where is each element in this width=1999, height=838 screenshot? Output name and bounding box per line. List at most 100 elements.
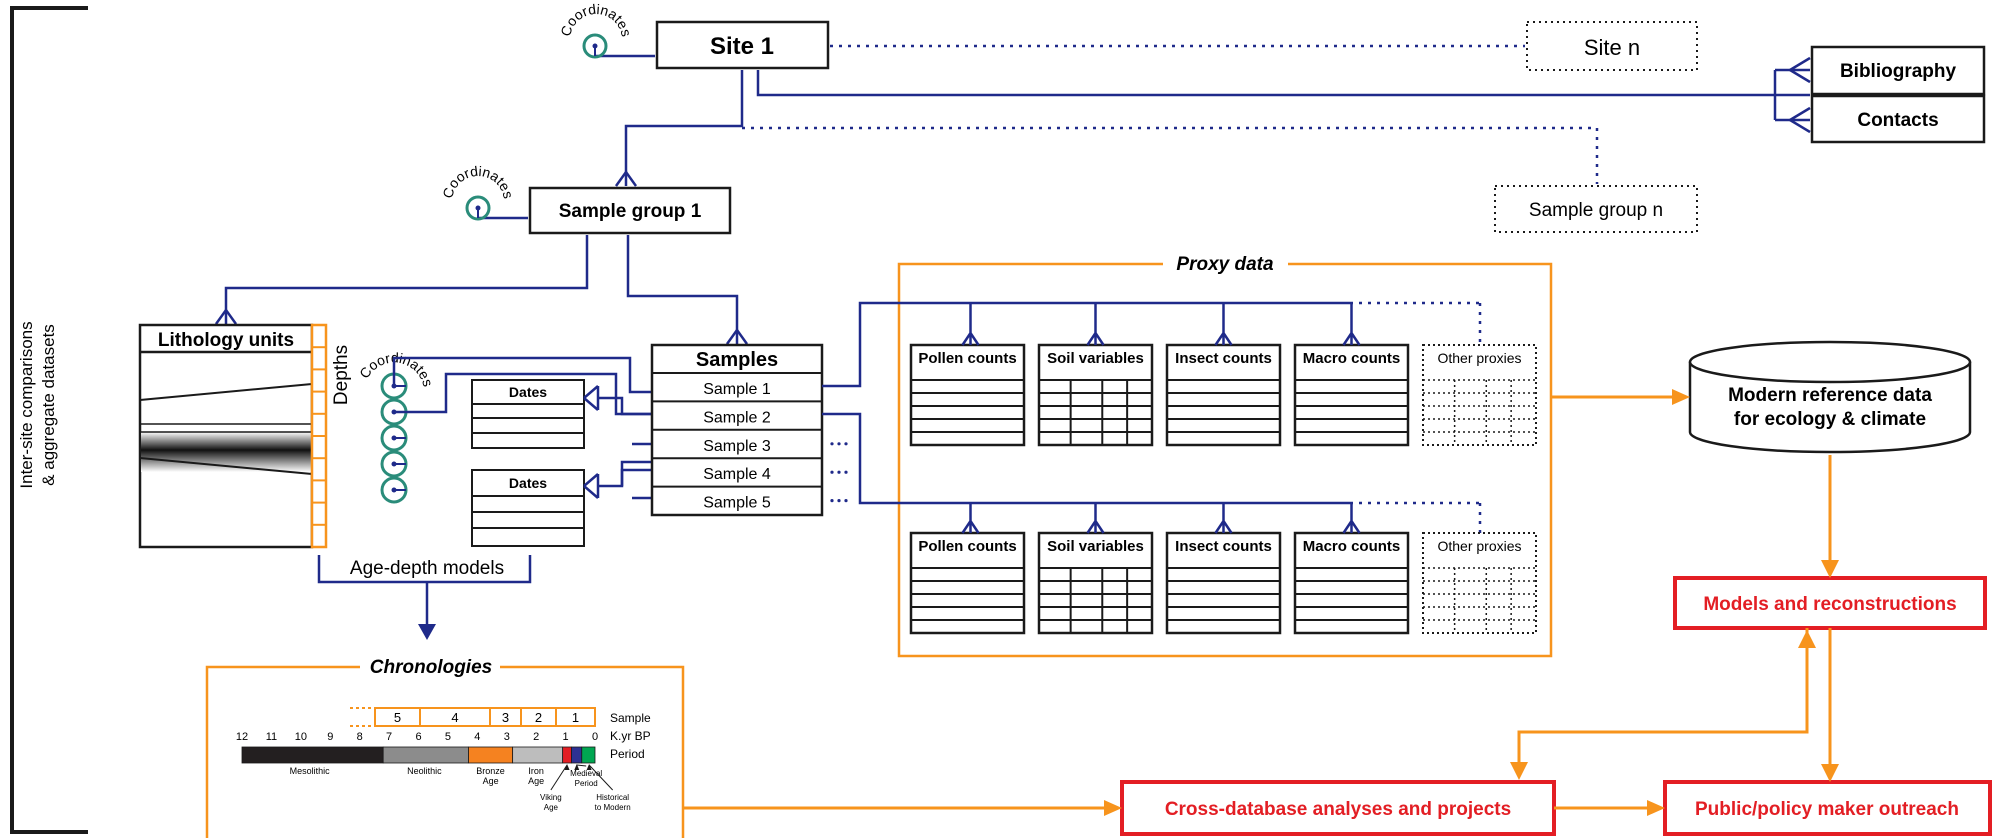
orange-flow-arrows (683, 395, 1832, 810)
proxy-table: Pollen counts (909, 518, 1026, 635)
svg-text:for ecology & climate: for ecology & climate (1734, 409, 1926, 430)
chronology-period-label: Mesolithic (290, 766, 331, 776)
proxy-table-frame (1293, 343, 1410, 447)
proxy-table-title: Macro counts (1303, 350, 1401, 367)
chronology-sample-number: 2 (535, 710, 542, 725)
chronology-period-label: to Modern (595, 803, 631, 812)
more-dot (837, 442, 841, 446)
svg-text:Public/policy maker outreach: Public/policy maker outreach (1695, 799, 1959, 820)
chronology-period-label: Viking (540, 793, 562, 802)
proxy-table-title: Insect counts (1175, 538, 1272, 555)
proxy-table: Insect counts (1165, 330, 1282, 447)
sample-row-label: Sample 5 (703, 495, 771, 512)
svg-text:Dates: Dates (509, 384, 547, 400)
chronology-period-bar (562, 746, 572, 764)
chronology-row-label: Sample (610, 711, 651, 725)
proxy-table-frame (1165, 531, 1282, 635)
chronology-period-label: Medieval (570, 769, 602, 778)
proxy-table-frame (909, 343, 1026, 447)
chronology-period-label: Historical (596, 793, 629, 802)
proxy-table: Pollen counts (909, 330, 1026, 447)
proxy-connector-foot (1342, 518, 1361, 534)
more-dot (837, 470, 841, 474)
chronology-sample-number: 5 (394, 710, 401, 725)
chronology-kyr-tick: 5 (445, 731, 451, 743)
contacts-box: Contacts (1810, 94, 1986, 144)
svg-text:Bibliography: Bibliography (1840, 61, 1957, 82)
more-dot (830, 470, 834, 474)
svg-text:Modern reference data: Modern reference data (1728, 385, 1932, 406)
proxy-connector-foot (1342, 330, 1361, 346)
chronology-period-label: Age (544, 803, 559, 812)
chronology-period-bar (468, 746, 514, 764)
more-dot (830, 499, 834, 503)
svg-text:Coordinates: Coordinates (439, 163, 516, 200)
age-depth-models-bracket: Age-depth models (317, 555, 532, 640)
chronology-kyr-tick: 2 (533, 731, 539, 743)
chronology-kyr-tick: 12 (236, 731, 248, 743)
left-bracket (10, 6, 88, 834)
proxy-table-frame (1422, 344, 1537, 446)
svg-text:Sample group n: Sample group n (1529, 200, 1663, 221)
proxy-table: Soil variables (1037, 518, 1154, 635)
svg-text:Depths: Depths (331, 345, 352, 405)
site-coordinates-icon: Coordinates (557, 1, 635, 59)
chronologies-frame: Chronologies (205, 657, 685, 838)
proxy-data-frame: Proxy data (897, 254, 1553, 658)
chronology-kyr-tick: 10 (295, 731, 307, 743)
chronology-kyr-tick: 7 (386, 731, 392, 743)
side-label: Inter-site comparisons & aggregate datas… (17, 321, 58, 488)
chronology-kyr-tick: 1 (563, 731, 569, 743)
more-dot (830, 442, 834, 446)
svg-text:Coordinates: Coordinates (557, 1, 634, 38)
chronology-kyr-tick: 11 (266, 731, 277, 743)
chronology-row-label: K.yr BP (610, 729, 651, 743)
svg-text:Chronologies: Chronologies (370, 657, 492, 678)
proxy-table-frame (909, 531, 1026, 635)
coordinate-marker-dot (391, 487, 397, 493)
chronology-label-pointer (550, 764, 568, 791)
lithology-units-box: Lithology units (138, 323, 314, 549)
proxy-connector-foot (961, 518, 980, 534)
chronology-kyr-tick: 3 (504, 731, 510, 743)
svg-text:Site 1: Site 1 (710, 33, 774, 60)
chronology-period-label: Period (575, 779, 598, 788)
proxy-table: Macro counts (1293, 518, 1410, 635)
chronology-label-pointer (576, 764, 587, 767)
proxy-table-title: Other proxies (1437, 350, 1521, 366)
chronology-period-label: Bronze (476, 766, 505, 776)
chronology-kyr-tick: 4 (474, 731, 480, 743)
models-reconstructions-box: Models and reconstructions (1673, 576, 1987, 630)
chronology-sample-box (555, 707, 596, 727)
svg-text:Inter-site comparisons: Inter-site comparisons (17, 321, 36, 488)
proxy-table-title: Soil variables (1047, 538, 1144, 555)
svg-text:Dates: Dates (509, 475, 547, 491)
chronology-kyr-tick: 6 (415, 731, 421, 743)
svg-text:Lithology units: Lithology units (158, 330, 294, 351)
svg-text:Site n: Site n (1584, 35, 1640, 60)
chronology-label-arrowhead (564, 764, 570, 770)
sample-row-label: Sample 3 (703, 438, 771, 455)
chronology-period-bar (571, 746, 583, 764)
svg-text:Models and reconstructions: Models and reconstructions (1703, 594, 1956, 615)
coordinate-marker-dot (391, 461, 397, 467)
proxy-table: Soil variables (1037, 330, 1154, 447)
proxy-connector-foot (1214, 518, 1233, 534)
modern-reference-cylinder: Modern reference data for ecology & clim… (1688, 340, 1972, 454)
proxy-connector-foot (1086, 518, 1105, 534)
sample-group-n-box: Sample group n (1494, 185, 1698, 233)
proxy-table-title: Other proxies (1437, 538, 1521, 554)
chronology-kyr-tick: 9 (327, 731, 333, 743)
proxy-table-frame (1422, 532, 1537, 634)
proxy-table: Other proxies (1422, 344, 1537, 446)
proxy-table-frame (1165, 343, 1282, 447)
chronology-period-label: Iron (528, 766, 544, 776)
chronology-kyr-tick: 8 (357, 731, 363, 743)
proxy-table-frame (1293, 531, 1410, 635)
svg-text:Samples: Samples (696, 349, 778, 371)
proxy-table: Other proxies (1422, 532, 1537, 634)
